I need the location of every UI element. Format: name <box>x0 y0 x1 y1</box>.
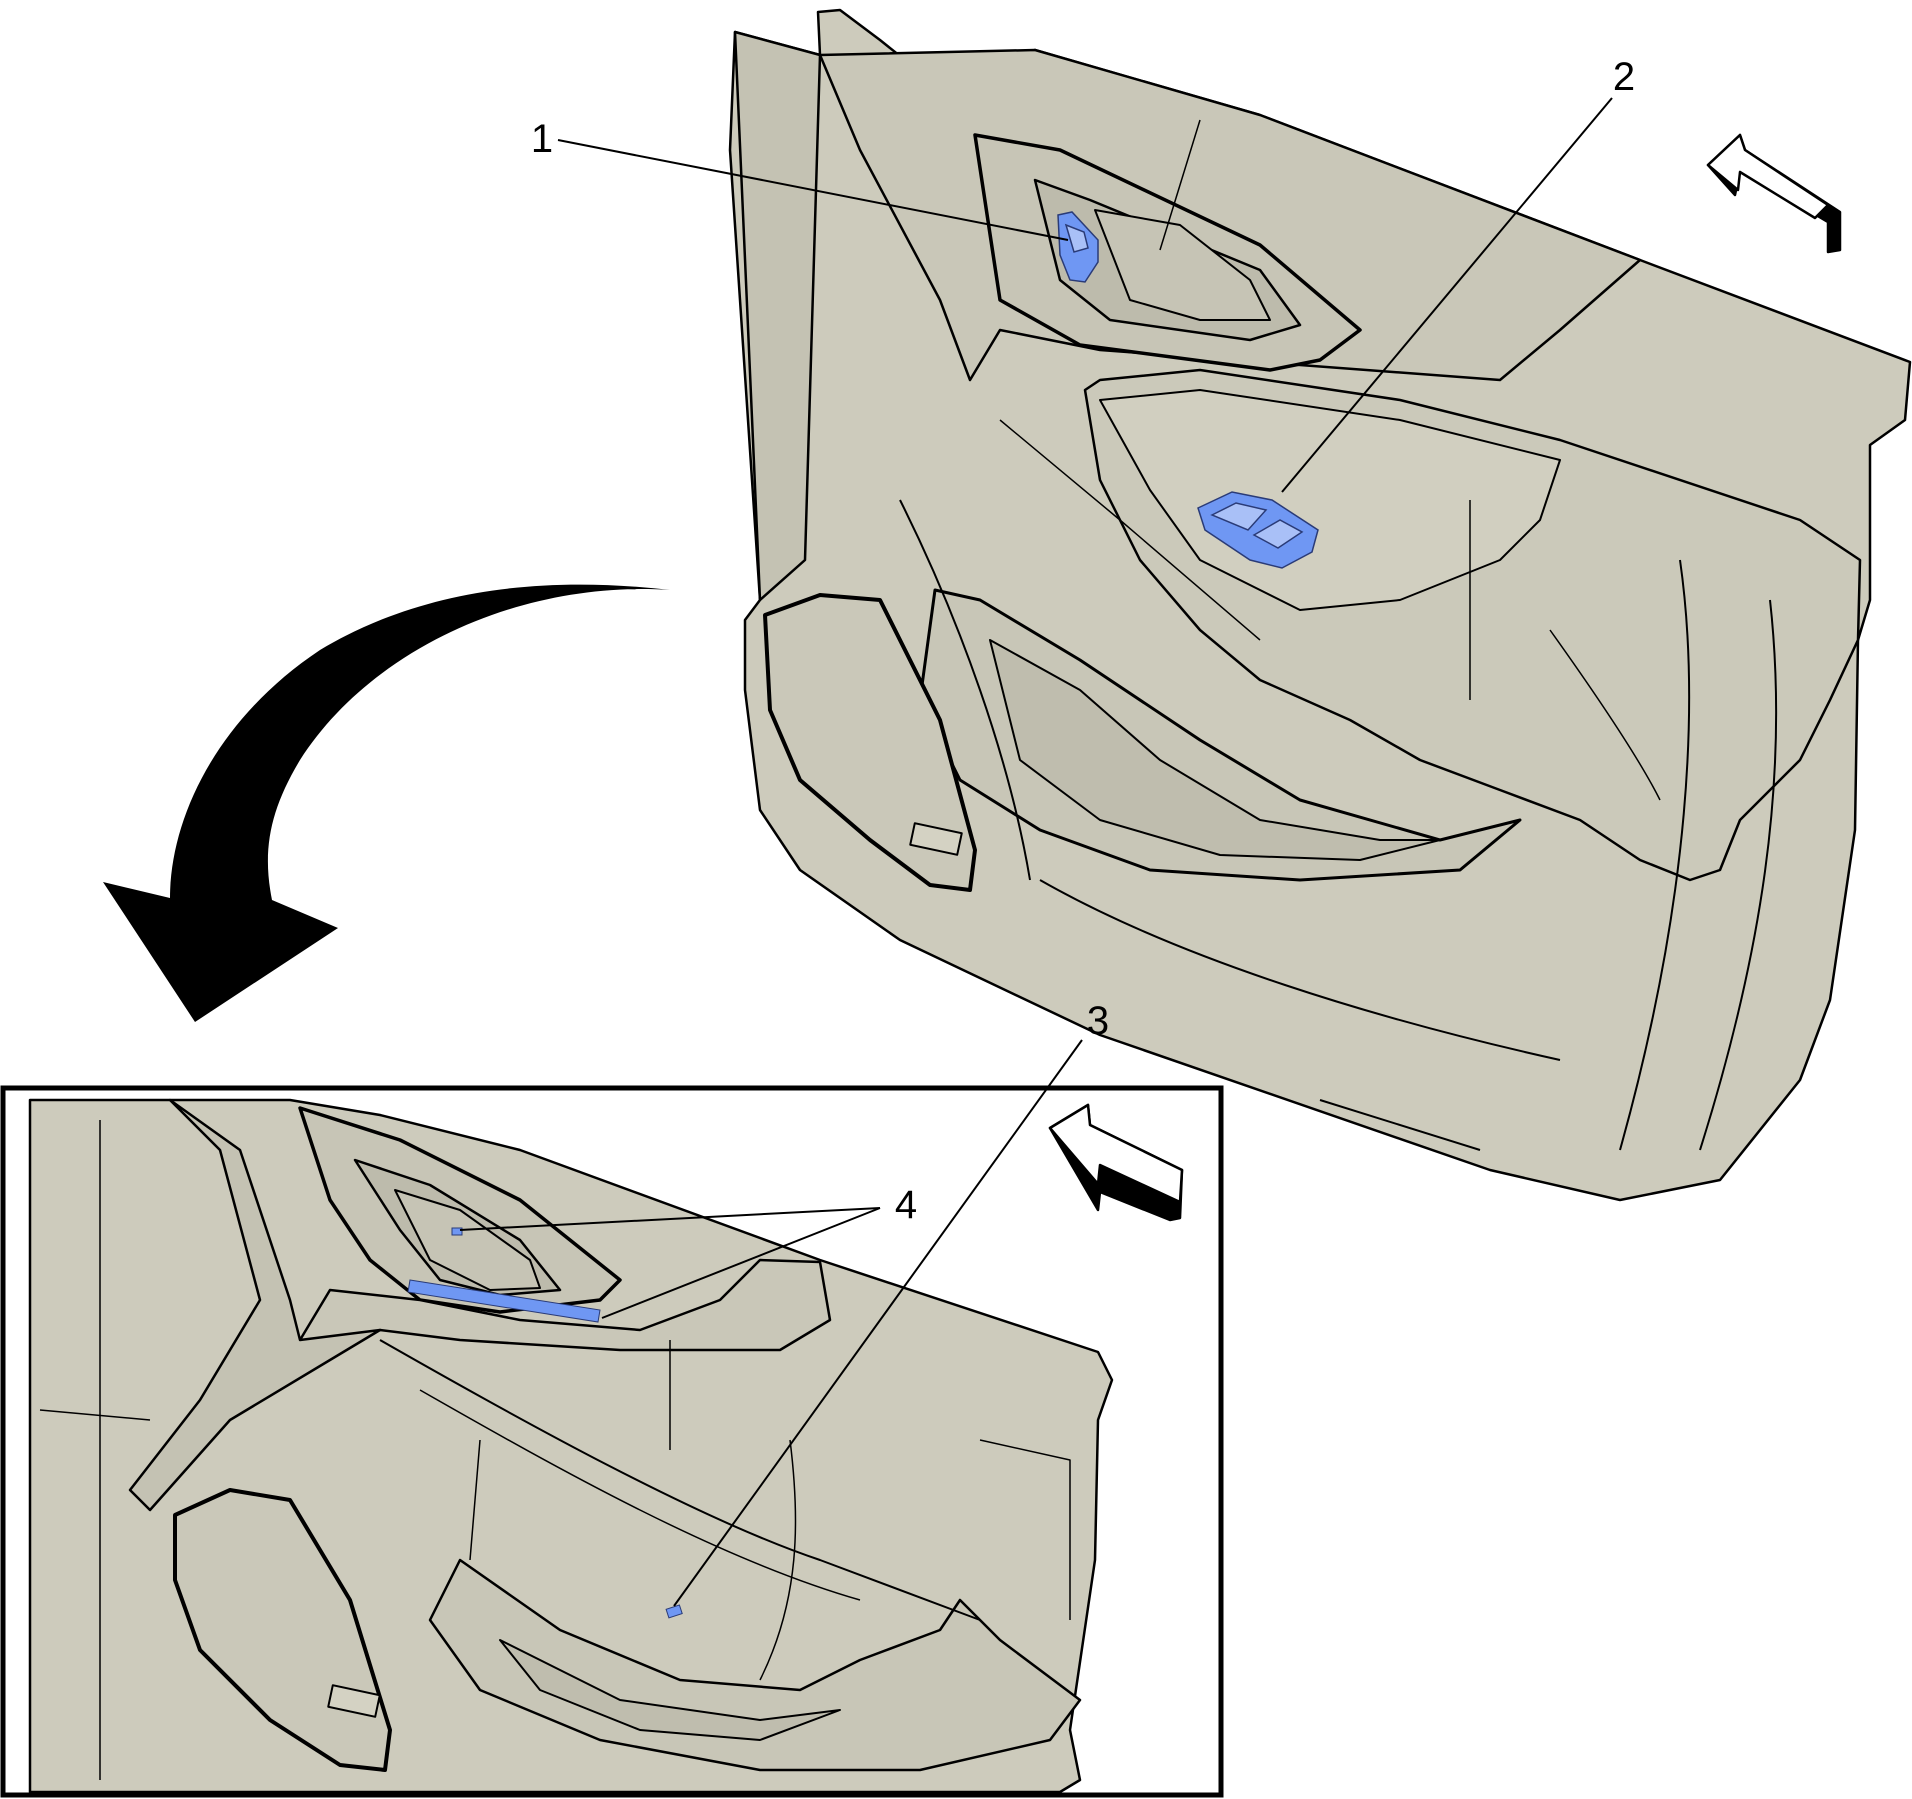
leader-line-3 <box>673 1039 1083 1607</box>
inset-door-panel <box>28 1098 1114 1794</box>
door-lock-switch-highlight <box>1057 211 1099 283</box>
callout-1: 1 <box>531 117 553 161</box>
lower-fastener-highlight <box>665 1604 683 1619</box>
window-switch-highlight <box>1197 491 1319 569</box>
curved-rotation-arrow-icon <box>103 584 670 1022</box>
leader-line-2 <box>1281 97 1613 493</box>
main-door-trim-panel <box>728 8 1912 1202</box>
callout-4: 4 <box>895 1183 917 1227</box>
inset-front-direction-arrow-icon <box>1048 1103 1184 1222</box>
inset-fastener-highlights <box>407 1227 683 1619</box>
trim-strip-highlight <box>407 1279 601 1323</box>
callout-labels: 1 2 3 4 <box>531 55 1635 1227</box>
upper-fastener-highlight <box>451 1227 463 1236</box>
callout-3: 3 <box>1087 999 1109 1043</box>
leader-line-4a <box>459 1207 881 1231</box>
leader-line-1 <box>557 139 1069 241</box>
callout-2: 2 <box>1613 55 1635 99</box>
leader-lines <box>459 97 1613 1607</box>
leader-line-4b <box>601 1207 881 1319</box>
front-direction-arrow-icon <box>1706 133 1842 254</box>
